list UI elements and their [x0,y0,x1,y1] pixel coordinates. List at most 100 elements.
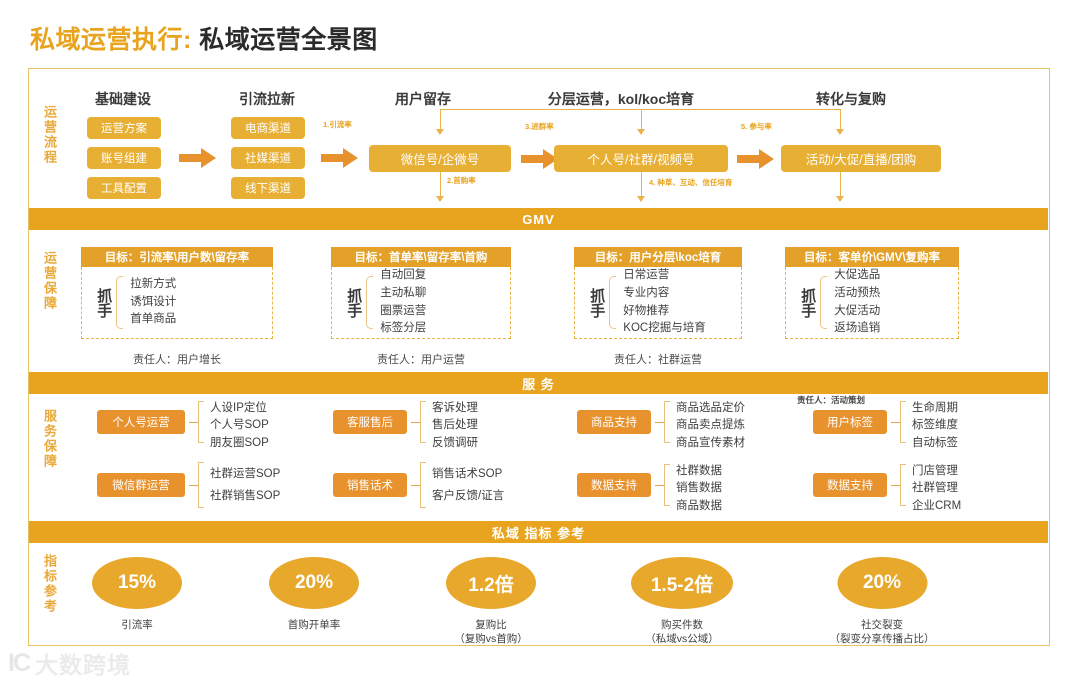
guarantee-item: 大促活动 [834,304,881,317]
right-arrow-icon-3 [521,148,559,170]
grab-label-3: 抓手 [588,287,606,318]
flow-step-label-5: 5. 参与率 [741,122,772,131]
flow-step-label-3: 3.进群率 [525,122,554,131]
kpi-value-3: 1.2倍 [446,557,536,609]
flow-step-label-2: 2.首购率 [447,176,476,185]
service-item: 售后处理 [432,419,478,432]
guarantee-owner-2: 责任人：用户运营 [377,354,465,366]
service-connector-6 [655,485,664,487]
flow-chip-zhanghao-zujian[interactable]: 账号组建 [87,147,161,169]
guarantee-item: 返场追销 [834,322,881,335]
service-connector-5 [655,422,664,424]
guarantee-card-3: 目标：用户分层\koc培育 抓手 日常运营 专业内容 好物推荐 KOC挖掘与培育 [574,247,742,339]
service-item: 销售话术SOP [432,468,503,480]
flow-down-line-2 [440,172,442,196]
flow-chip-personal-community-video[interactable]: 个人号/社群/视频号 [554,145,728,172]
grab-label-1: 抓手 [95,287,113,318]
flow-down-line-5 [840,172,842,196]
flow-chip-dianshang-qudao[interactable]: 电商渠道 [231,117,305,139]
service-item: 社群数据 [676,465,722,477]
service-bracket-8 [900,464,906,506]
guarantee-items-1: 拉新方式 诱饵设计 首单商品 [130,276,176,329]
guarantee-item: 主动私聊 [380,286,427,299]
flow-col-head-2: 引流拉新 [239,91,295,107]
service-box-user-tag[interactable]: 用户标签 [813,410,887,434]
service-items-1: 人设IP定位 个人号SOP 朋友圈SOP [210,400,269,452]
guarantee-goal-3: 目标：用户分层\koc培育 [574,247,742,267]
kpi-caption-main: 首购开单率 [287,619,341,631]
service-box-wechat-group-ops[interactable]: 微信群运营 [97,473,185,497]
service-box-customer-service[interactable]: 客服售后 [333,410,407,434]
kpi-caption-3: 复购比 （复购vs首购） [446,618,536,646]
service-items-8: 门店管理 社群管理 企业CRM [912,463,961,515]
service-bracket-6 [664,464,670,506]
service-bracket-1 [198,401,204,443]
kpi-item-2: 20% 首购开单率 [269,557,359,632]
service-item: 商品宣传素材 [676,436,745,449]
flow-chip-yunying-fangan[interactable]: 运营方案 [87,117,161,139]
guarantee-card-2: 目标：首单率\留存率\首购 抓手 自动回复 主动私聊 圈票运营 标签分层 [331,247,511,339]
flow-chip-gongju-peizhi[interactable]: 工具配置 [87,177,161,199]
guarantee-item: 圈票运营 [380,304,427,317]
page-title-prefix: 私域运营执行: [30,26,200,54]
flow-chip-wechat[interactable]: 微信号/企微号 [369,145,511,172]
service-box-sales-script[interactable]: 销售话术 [333,473,407,497]
guarantee-item: 活动预热 [834,286,881,299]
guarantee-body-3: 抓手 日常运营 专业内容 好物推荐 KOC挖掘与培育 [574,267,742,339]
flow-col-head-1: 基础建设 [95,91,151,107]
service-bracket-2 [198,462,204,508]
page-title-main: 私域运营全景图 [199,26,378,54]
service-connector-7 [891,422,900,424]
brace-icon-2 [366,273,374,332]
section-label-service: 服务保障 [41,409,57,469]
guarantee-items-3: 日常运营 专业内容 好物推荐 KOC挖掘与培育 [623,267,705,338]
kpi-caption-main: 购买件数 [661,619,703,631]
service-bracket-3 [420,401,426,443]
service-item: 门店管理 [912,465,958,477]
service-connector-2 [189,485,198,487]
guarantee-item: KOC挖掘与培育 [623,322,706,335]
kpi-value-5: 20% [837,557,927,609]
guarantee-card-4: 目标：客单价\GMV\复购率 抓手 大促选品 活动预热 大促活动 返场追销 [785,247,959,339]
guarantee-goal-2: 目标：首单率\留存率\首购 [331,247,511,267]
right-arrow-icon-2 [321,147,359,169]
flow-connector-tip-5 [836,129,844,135]
kpi-item-1: 15% 引流率 [92,557,182,632]
service-item: 标签维度 [912,419,958,432]
flow-connector-down-4 [641,109,643,129]
service-box-personal-ops[interactable]: 个人号运营 [97,410,185,434]
service-connector-8 [891,485,900,487]
service-box-data-support-2[interactable]: 数据支持 [813,473,887,497]
service-box-data-support-1[interactable]: 数据支持 [577,473,651,497]
watermark-logo-icon: IC [8,648,31,677]
guarantee-goal-4: 目标：客单价\GMV\复购率 [785,247,959,267]
service-item: 自动标签 [912,436,958,449]
service-item: 社群销售SOP [210,490,281,503]
service-item: 客诉处理 [432,402,478,414]
flow-chip-sheme-qudao[interactable]: 社媒渠道 [231,147,305,169]
flow-chip-activity[interactable]: 活动/大促/直播/团购 [781,145,941,172]
service-box-product-support[interactable]: 商品支持 [577,410,651,434]
flow-step-label-1: 1.引流率 [323,120,352,129]
flow-connector-tip-4 [637,129,645,135]
section-label-guarantee: 运营保障 [41,251,57,311]
service-item: 商品卖点提炼 [676,419,745,432]
right-arrow-icon-4 [737,148,775,170]
band-service: 服 务 [29,372,1048,394]
flow-down-line-4 [641,172,643,196]
service-item: 客户反馈/证言 [432,490,505,503]
guarantee-item: 拉新方式 [130,277,177,290]
grab-label-2: 抓手 [345,287,363,318]
service-connector-1 [189,422,198,424]
guarantee-body-1: 抓手 拉新方式 诱饵设计 首单商品 [81,267,273,339]
guarantee-card-1: 目标：引流率\用户数\留存率 抓手 拉新方式 诱饵设计 首单商品 [81,247,273,339]
service-bracket-4 [420,462,426,508]
brace-icon-1 [116,273,124,332]
service-items-7: 生命周期 标签维度 自动标签 [912,400,958,452]
grab-label-4: 抓手 [799,287,817,318]
section-label-flow: 运营流程 [41,105,57,165]
flow-down-tip-5 [836,196,844,202]
service-item: 生命周期 [912,402,958,414]
flow-chip-xianxia-qudao[interactable]: 线下渠道 [231,177,305,199]
flow-down-tip-4 [637,196,645,202]
